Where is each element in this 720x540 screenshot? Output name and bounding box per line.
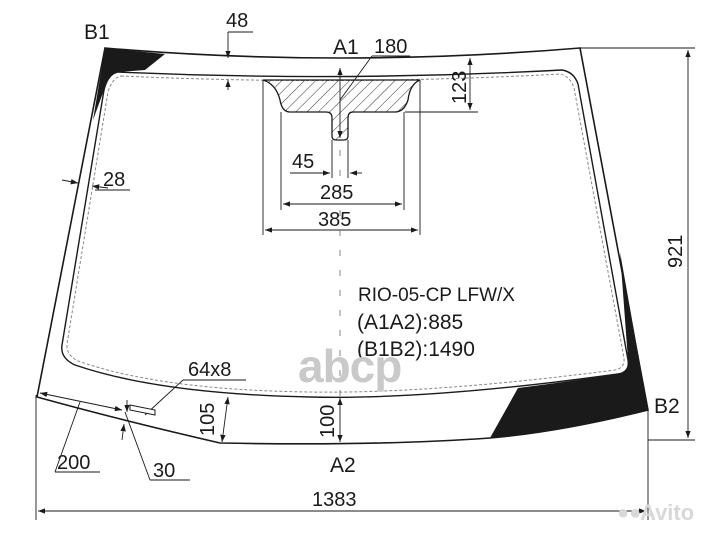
dim-mirror-height: 123 bbox=[449, 70, 471, 104]
dim-sticker-offset: 30 bbox=[153, 460, 176, 482]
part-code: RIO-05-CP LFW/X bbox=[358, 285, 515, 306]
dim-a1-width: 180 bbox=[374, 36, 408, 58]
frit-bottom-right bbox=[490, 252, 648, 438]
dim-sticker: 64x8 bbox=[188, 359, 232, 381]
avito-watermark: Avito bbox=[640, 500, 695, 525]
dim-bottom-left: 200 bbox=[57, 452, 91, 474]
dim-mirror-inner: 285 bbox=[320, 182, 354, 204]
point-b1-label: B1 bbox=[84, 21, 110, 44]
dim-side-band: 28 bbox=[103, 169, 126, 191]
sticker-area bbox=[129, 404, 156, 416]
frit-top-left bbox=[93, 48, 165, 120]
dim-bottom-band-center: 100 bbox=[317, 404, 339, 438]
dim-top-band: 48 bbox=[226, 10, 249, 32]
a1a2-distance: (A1A2):885 bbox=[357, 311, 464, 334]
avito-logo-icon: ●● bbox=[617, 502, 642, 524]
dimension-lines bbox=[35, 31, 695, 520]
point-b2-label: B2 bbox=[654, 395, 680, 418]
b1b2-distance: (B1B2):1490 bbox=[357, 338, 475, 361]
dim-bottom-band-left: 105 bbox=[197, 402, 219, 436]
dim-height: 921 bbox=[665, 234, 687, 268]
dim-mirror-outer: 385 bbox=[318, 209, 352, 231]
point-a2-label: A2 bbox=[330, 454, 356, 477]
point-a1-label: A1 bbox=[333, 36, 359, 59]
dim-width: 1383 bbox=[312, 489, 357, 511]
mirror-bracket-area bbox=[262, 79, 421, 141]
dim-stem-width: 45 bbox=[292, 151, 315, 173]
abcp-watermark: abcp bbox=[298, 340, 402, 392]
